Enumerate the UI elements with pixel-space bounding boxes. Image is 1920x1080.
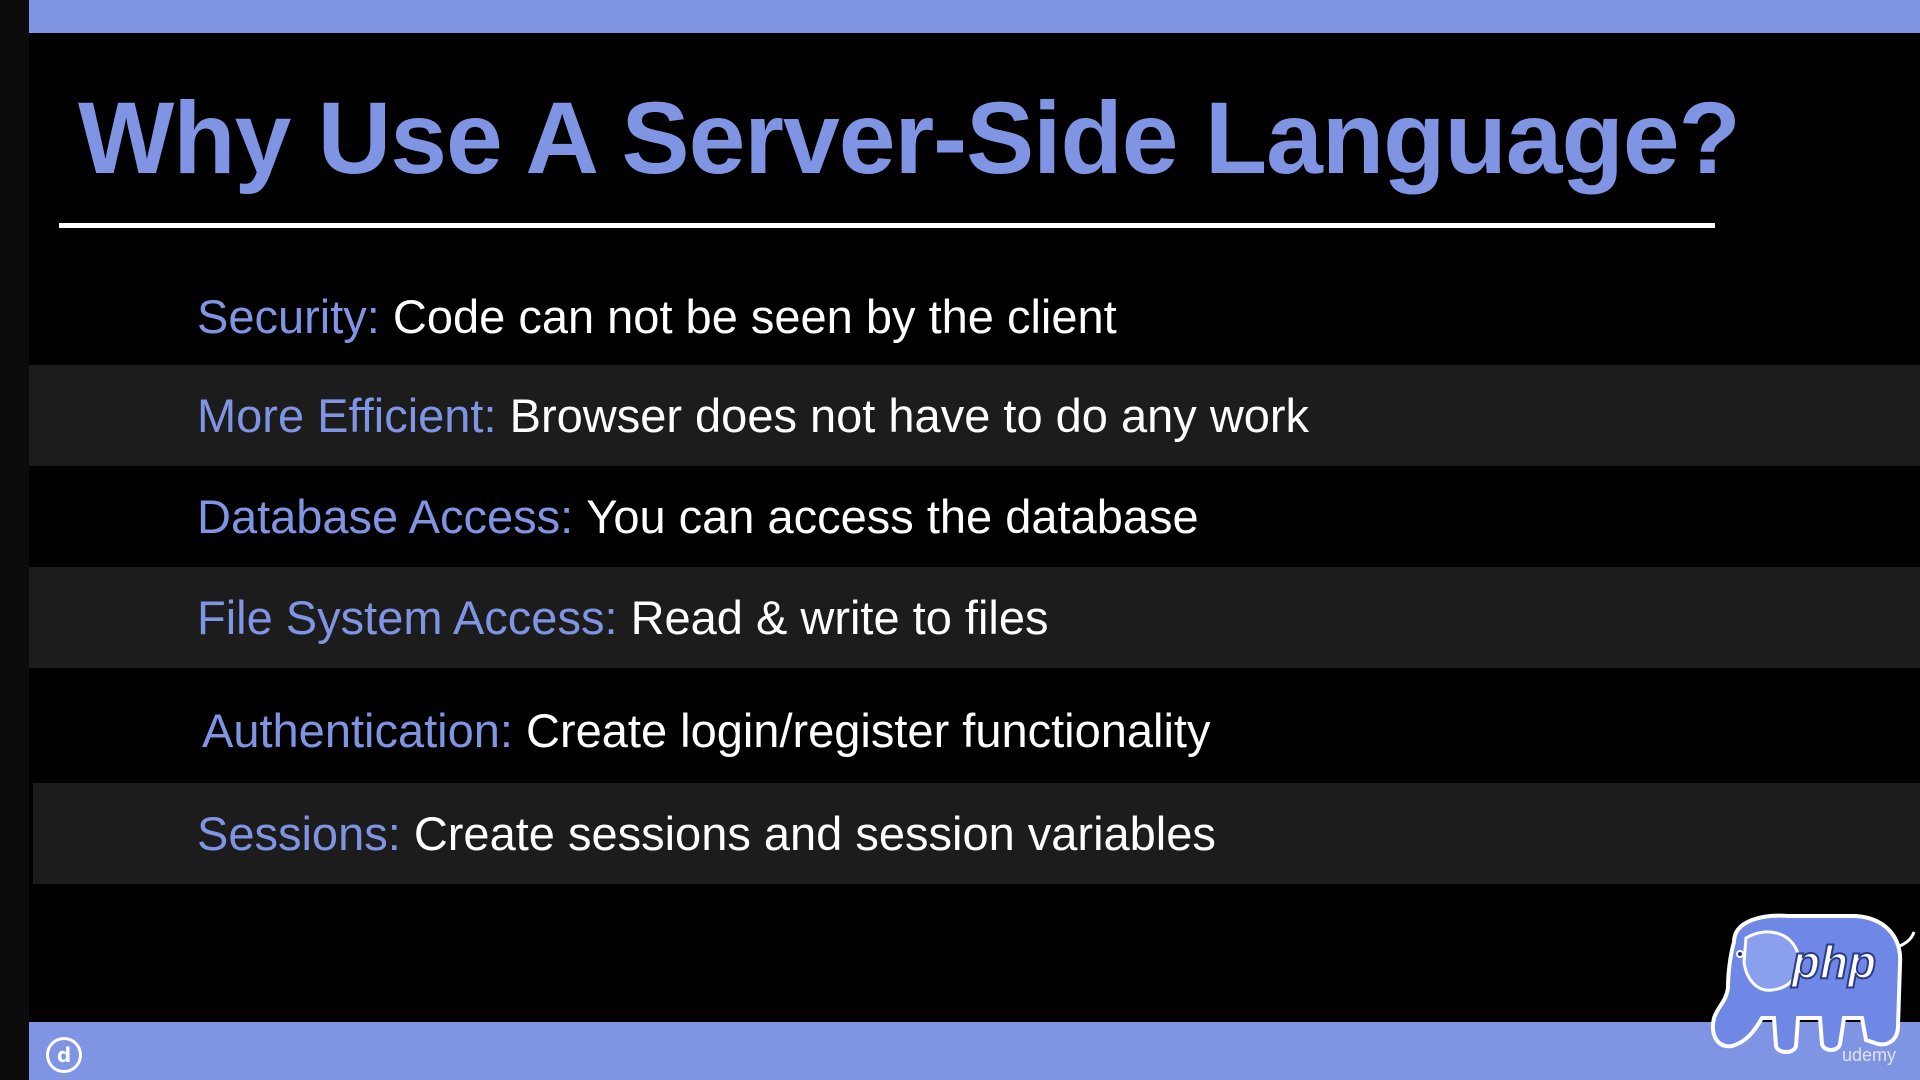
item-description: Create login/register functionality xyxy=(526,704,1211,757)
item-description: Create sessions and session variables xyxy=(413,807,1216,860)
item-label: File System Access: xyxy=(197,591,618,644)
item-description: Browser does not have to do any work xyxy=(509,389,1310,442)
item-label: Sessions: xyxy=(197,807,401,860)
udemy-watermark: udemy xyxy=(1842,1045,1897,1065)
list-item: Authentication: Create login/register fu… xyxy=(29,680,1920,781)
circle-info-icon[interactable]: ⅾ xyxy=(46,1037,82,1073)
item-label: Security: xyxy=(197,290,380,343)
item-label: Authentication: xyxy=(202,704,513,757)
list-item: Security: Code can not be seen by the cl… xyxy=(29,266,1920,367)
bottom-accent-bar xyxy=(29,1022,1920,1080)
item-label: Database Access: xyxy=(197,490,574,543)
list-item: Database Access: You can access the data… xyxy=(29,466,1920,567)
item-description: Read & write to files xyxy=(630,591,1049,644)
list-item: Sessions: Create sessions and session va… xyxy=(33,783,1920,884)
left-edge-strip xyxy=(0,0,29,1080)
item-description: Code can not be seen by the client xyxy=(392,290,1117,343)
php-elephant-logo: php xyxy=(1711,913,1916,1054)
item-description: You can access the database xyxy=(586,490,1199,543)
list-item: File System Access: Read & write to file… xyxy=(29,567,1920,668)
slide-title: Why Use A Server-Side Language? xyxy=(78,81,1741,195)
item-label: More Efficient: xyxy=(197,389,497,442)
title-underline xyxy=(59,223,1715,228)
top-accent-bar xyxy=(29,0,1920,33)
list-item: More Efficient: Browser does not have to… xyxy=(29,365,1920,466)
php-logo-text: php xyxy=(1790,936,1876,988)
